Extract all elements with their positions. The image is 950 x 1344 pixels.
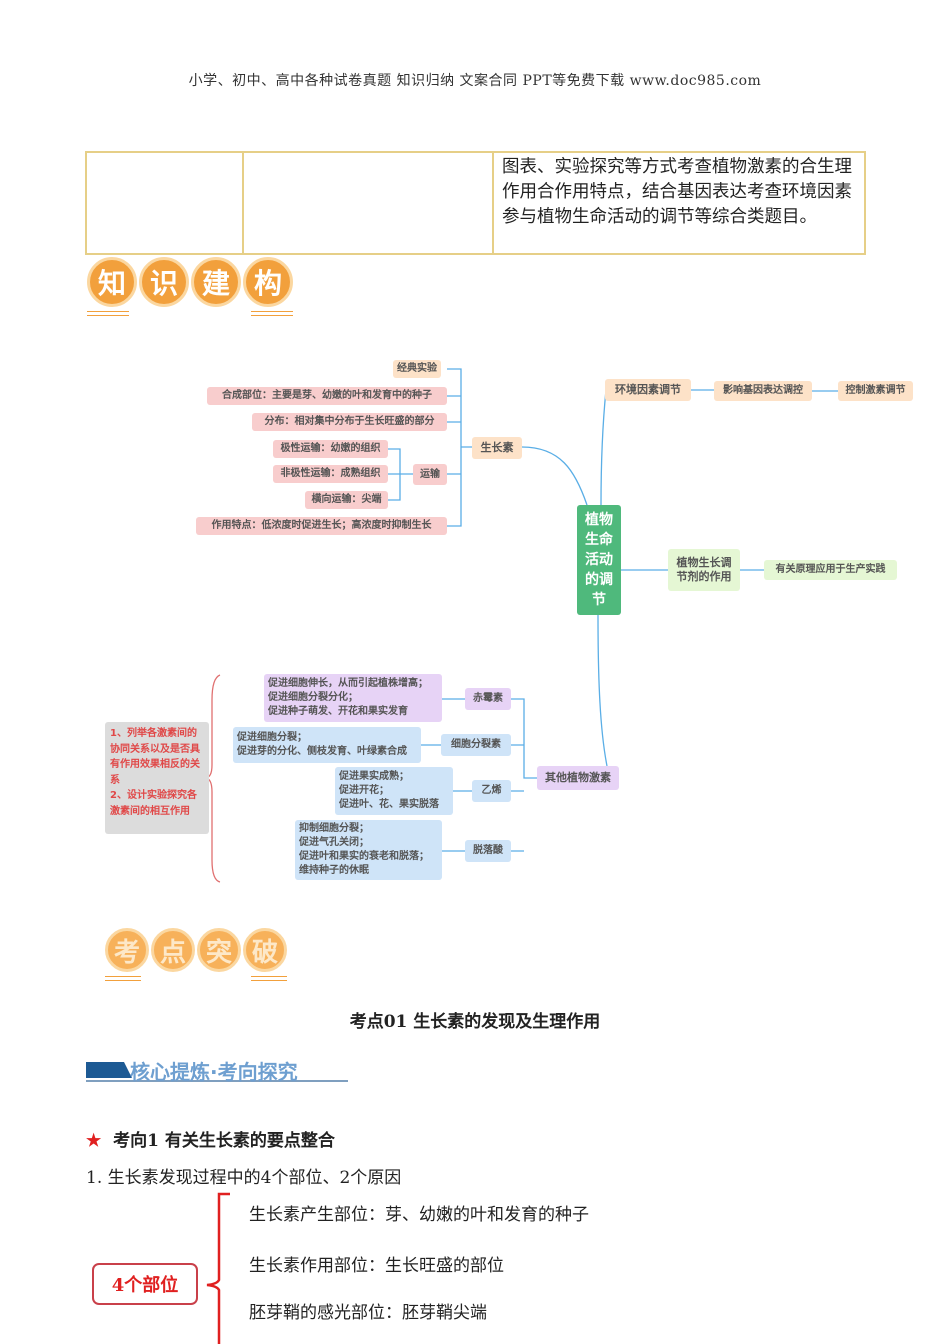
node-cytokinin: 细胞分裂素 bbox=[441, 734, 511, 756]
node-ethylene: 乙烯 bbox=[472, 780, 511, 802]
ethylene-desc: 促进果实成熟； 促进开花； 促进叶、花、果实脱落 bbox=[335, 767, 453, 815]
part-item: 生长素产生部位：芽、幼嫩的叶和发育的种子 bbox=[249, 1205, 589, 1225]
banner-bar bbox=[86, 1062, 124, 1078]
node-distribution: 分布：相对集中分布于生长旺盛的部分 bbox=[252, 413, 447, 431]
node-auxin: 生长素 bbox=[472, 437, 522, 459]
table-cell bbox=[85, 151, 244, 255]
node-classic-experiment: 经典实验 bbox=[393, 360, 441, 378]
node-polar-transport: 极性运输：幼嫩的组织 bbox=[273, 440, 388, 458]
node-synthesis: 合成部位：主要是芽、幼嫩的叶和发育中的种子 bbox=[207, 387, 447, 405]
badge-char: 构 bbox=[243, 257, 293, 307]
node-gene: 影响基因表达调控 bbox=[714, 381, 812, 401]
node-lateral-transport: 横向运输：尖端 bbox=[305, 491, 388, 509]
aba-desc: 抑制细胞分裂； 促进气孔关闭； 促进叶和果实的衰老和脱落； 维持种子的休眠 bbox=[295, 820, 442, 880]
banner-text: 核心提炼·考向探究 bbox=[130, 1060, 298, 1084]
table-cell: 图表、实验探究等方式考查植物激素的合生理作用合作用特点，结合基因表达考查环境因素… bbox=[492, 151, 866, 255]
node-hormone-control: 控制激素调节 bbox=[838, 381, 913, 401]
direction-text: 考向1 有关生长素的要点整合 bbox=[113, 1131, 335, 1151]
node-feature: 作用特点：低浓度时促进生长；高浓度时抑制生长 bbox=[196, 517, 447, 535]
brace-icon bbox=[206, 1192, 230, 1344]
node-other-hormones: 其他植物激素 bbox=[537, 766, 619, 790]
table-cell bbox=[242, 151, 494, 255]
node-regulator: 植物生长调节剂的作用 bbox=[668, 549, 740, 591]
part-item: 胚芽鞘的感光部位：胚芽鞘尖端 bbox=[249, 1303, 487, 1323]
node-transport: 运输 bbox=[413, 464, 447, 485]
exam-breakthrough-badge: 考点突破 bbox=[105, 928, 287, 981]
badge-char: 考 bbox=[105, 928, 149, 972]
node-aba: 脱落酸 bbox=[465, 840, 511, 862]
item-1: 1. 生长素发现过程中的4个部位、2个原因 bbox=[86, 1168, 402, 1188]
cytokinin-desc: 促进细胞分裂； 促进芽的分化、侧枝发育、叶绿素合成 bbox=[233, 727, 421, 763]
badge-char: 突 bbox=[197, 928, 241, 972]
direction-heading: ★ 考向1 有关生长素的要点整合 bbox=[86, 1126, 335, 1151]
page-header: 小学、初中、高中各种试卷真题 知识归纳 文案合同 PPT等免费下载 www.do… bbox=[188, 73, 762, 89]
info-table: 图表、实验探究等方式考查植物激素的合生理作用合作用特点，结合基因表达考查环境因素… bbox=[85, 151, 866, 255]
node-apply: 有关原理应用于生产实践 bbox=[764, 560, 897, 580]
gibberellin-desc: 促进细胞伸长，从而引起植株增高； 促进细胞分裂分化； 促进种子萌发、开花和果实发… bbox=[264, 674, 442, 722]
parts-label-box: 4个部位 bbox=[92, 1263, 198, 1305]
core-banner: 核心提炼·考向探究 bbox=[86, 1056, 348, 1084]
node-center: 植物生命活动的调节 bbox=[577, 505, 621, 615]
badge-char: 识 bbox=[139, 257, 189, 307]
banner-bar-tip bbox=[124, 1062, 132, 1078]
part-item: 生长素作用部位：生长旺盛的部位 bbox=[249, 1256, 504, 1276]
knowledge-structure-badge: 知识建构 bbox=[87, 257, 293, 316]
node-nonpolar-transport: 非极性运输：成熟组织 bbox=[273, 465, 388, 483]
note-box: 1、列举各激素间的协同关系以及是否具有作用效果相反的关系 2、设计实验探究各激素… bbox=[105, 722, 209, 834]
badge-char: 知 bbox=[87, 257, 137, 307]
badge-char: 点 bbox=[151, 928, 195, 972]
badge-char: 建 bbox=[191, 257, 241, 307]
badge-char: 破 bbox=[243, 928, 287, 972]
section-title: 考点01 生长素的发现及生理作用 bbox=[349, 1012, 601, 1032]
node-env: 环境因素调节 bbox=[605, 379, 691, 401]
star-icon: ★ bbox=[86, 1131, 102, 1151]
node-gibberellin: 赤霉素 bbox=[465, 688, 511, 710]
